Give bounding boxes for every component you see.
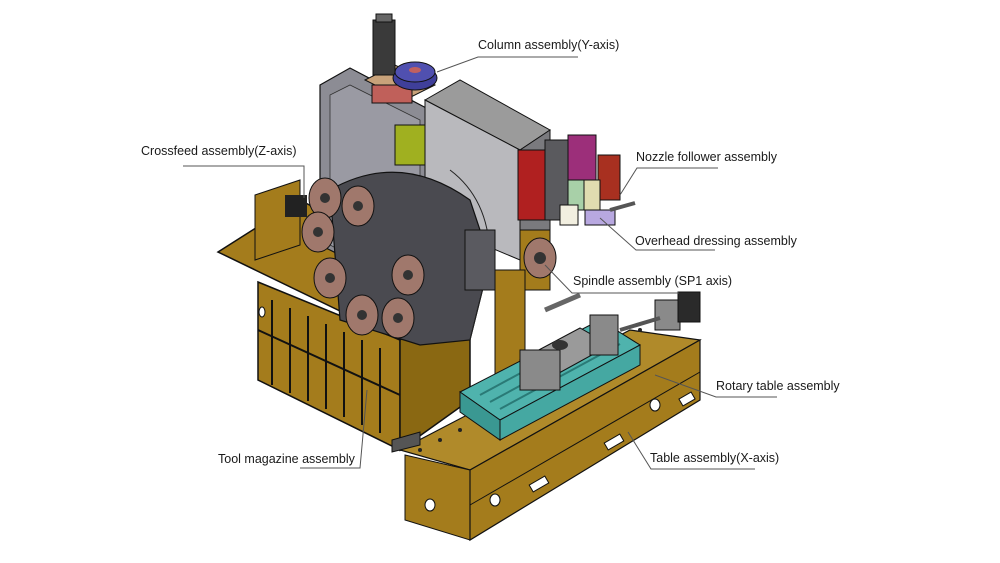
leader-spindle <box>544 264 679 294</box>
leader-table <box>627 431 755 470</box>
rotary-table <box>459 291 701 441</box>
label-overhead-dressing-assembly: Overhead dressing assembly <box>635 234 797 248</box>
leader-rotary <box>654 374 777 398</box>
leader-crossfeed <box>183 165 305 198</box>
leader-nozzle <box>619 167 718 196</box>
label-column-assembly: Column assembly(Y-axis) <box>478 38 620 52</box>
label-table-assembly: Table assembly(X-axis) <box>650 451 780 465</box>
label-rotary-table-assembly: Rotary table assembly <box>716 379 840 393</box>
leader-overhead <box>599 217 715 251</box>
label-crossfeed-assembly: Crossfeed assembly(Z-axis) <box>141 144 297 158</box>
tool-magazine <box>301 169 496 346</box>
nozzle-and-dresser <box>517 134 636 226</box>
leader-column <box>436 56 578 73</box>
leader-magazine <box>300 389 368 469</box>
label-nozzle-follower-assembly: Nozzle follower assembly <box>636 150 778 164</box>
label-spindle-assembly: Spindle assembly (SP1 axis) <box>573 274 733 288</box>
label-tool-magazine-assembly: Tool magazine assembly <box>218 452 355 466</box>
leader-lines <box>183 56 777 470</box>
